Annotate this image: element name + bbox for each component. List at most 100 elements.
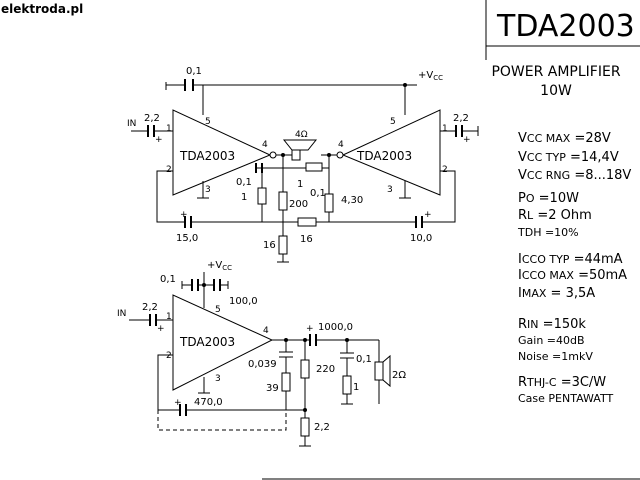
svg-text:4: 4	[262, 140, 268, 150]
c-in-left-label: 2,2	[144, 113, 160, 124]
svg-text:+: +	[155, 135, 163, 145]
c-470-label: 470,0	[194, 397, 223, 408]
svg-text:1: 1	[166, 312, 172, 322]
ground-r16	[277, 254, 289, 263]
ic-bottom	[172, 294, 274, 391]
r-16-left-label: 16	[263, 240, 276, 251]
ground-pin3-right	[399, 181, 411, 199]
spec-icco-max: ICCO MAX =50mA	[518, 268, 627, 283]
r-200-label: 200	[289, 199, 308, 210]
speaker-cone	[282, 139, 318, 151]
bridge-circuit: 0,1 +VCC TDA2003 1 2 3 4 5 TDA2003 1 2 3…	[127, 66, 479, 263]
svg-text:+: +	[174, 398, 182, 408]
svg-text:5: 5	[215, 305, 221, 315]
r-430	[324, 193, 334, 213]
r-200	[278, 191, 288, 211]
ic-left-output	[269, 151, 277, 159]
pin2-bottom-loop	[157, 354, 180, 411]
svg-text:+: +	[157, 324, 165, 334]
svg-text:4: 4	[338, 140, 344, 150]
r-1-left-label: 1	[241, 192, 247, 203]
c-15-label: 15,0	[176, 233, 198, 244]
ground-pin3-left	[197, 181, 209, 199]
spec-icco-typ: ICCO TYP =44mA	[518, 252, 623, 267]
c-01b-label: 0,1	[356, 354, 372, 365]
c-0039-label: 0,039	[248, 359, 277, 370]
ic-left-label: TDA2003	[179, 149, 235, 163]
spec-rl: RL =2 Ohm	[518, 208, 592, 223]
power-rating: 10W	[540, 83, 572, 99]
speaker-bottom-cone	[382, 354, 391, 388]
svg-text:3: 3	[215, 374, 221, 384]
svg-text:+: +	[463, 135, 471, 145]
subtitle: POWER AMPLIFIER	[491, 64, 620, 80]
ic-right-label: TDA2003	[356, 149, 412, 163]
ic-bottom-label: TDA2003	[179, 335, 235, 349]
r-430-label: 4,30	[341, 195, 363, 206]
c-100-label: 100,0	[229, 296, 258, 307]
r-1-bottom-label: 1	[353, 382, 359, 393]
input-bottom-label: IN	[117, 309, 126, 319]
r-220-label: 220	[316, 364, 335, 375]
svg-text:3: 3	[387, 185, 393, 195]
svg-text:+: +	[306, 324, 314, 334]
spec-vcc-max: VCC MAX =28V	[518, 131, 611, 146]
c-01b	[340, 340, 354, 376]
r-1-mid	[305, 162, 323, 172]
dashed-link	[157, 410, 287, 431]
output-drops	[282, 155, 330, 194]
r-1-left	[257, 187, 267, 205]
svg-text:2: 2	[442, 165, 448, 175]
svg-text:5: 5	[390, 117, 396, 127]
spec-vcc-rng: VCC RNG =8...18V	[518, 168, 631, 183]
svg-text:4: 4	[263, 326, 269, 336]
c-10-label: 10,0	[410, 233, 432, 244]
r-220	[300, 359, 310, 379]
ic-right-output	[336, 151, 344, 159]
c-top-label: 0,1	[186, 66, 202, 77]
c-in-bottom-label: 2,2	[142, 302, 158, 313]
spec-gain: Gain =40dB	[518, 334, 585, 347]
r-16-left	[278, 235, 288, 255]
c-in-right-label: 2,2	[453, 113, 469, 124]
spec-case: Case PENTAWATT	[518, 392, 613, 405]
r-1-mid-label: 1	[297, 179, 303, 190]
speaker-bottom	[374, 361, 384, 381]
source-watermark: elektroda.pl	[1, 2, 83, 16]
chip-title: TDA2003	[496, 9, 635, 44]
c-01-bottom-label: 0,1	[160, 274, 176, 285]
svg-text:1: 1	[442, 124, 448, 134]
r-39-label: 39	[266, 383, 279, 394]
vcc-bottom-label: +VCC	[207, 260, 232, 272]
spec-po: PO =10W	[518, 191, 579, 206]
ic-left	[172, 109, 272, 196]
speaker-bottom-label: 2Ω	[392, 370, 406, 381]
svg-text:+: +	[180, 210, 188, 220]
vcc-top-label: +VCC	[418, 70, 443, 82]
svg-text:3: 3	[205, 185, 211, 195]
svg-text:1: 1	[166, 124, 172, 134]
c-1000-label: 1000,0	[318, 322, 353, 333]
pin2-left-loop	[156, 170, 185, 223]
spec-noise: Noise =1mkV	[518, 350, 593, 363]
spec-list: VCC MAX =28V VCC TYP =14,4V VCC RNG =8..…	[517, 131, 631, 405]
spec-imax: IMAX = 3,5A	[518, 286, 595, 301]
ground-pin3-bottom	[198, 377, 210, 394]
svg-text:2: 2	[166, 351, 172, 361]
r-16-mid-label: 16	[300, 234, 313, 245]
r-22-label: 2,2	[314, 422, 330, 433]
single-circuit: 0,1 +VCC 100,0 TDA2003 1 2 3 4 5 IN 2,2 …	[117, 260, 406, 447]
pin2-right-loop	[422, 170, 456, 223]
c-out-left-label: 0,1	[236, 177, 252, 188]
spec-tdh: TDH =10%	[517, 226, 579, 239]
input-left-label: IN	[127, 119, 136, 129]
c-0039	[279, 340, 293, 373]
ground-r22	[299, 436, 311, 447]
svg-text:+: +	[424, 210, 432, 220]
speaker-top-label: 4Ω	[295, 130, 308, 140]
spec-rin: RIN =150k	[518, 317, 586, 332]
r-22	[300, 417, 310, 437]
svg-text:2: 2	[166, 165, 172, 175]
